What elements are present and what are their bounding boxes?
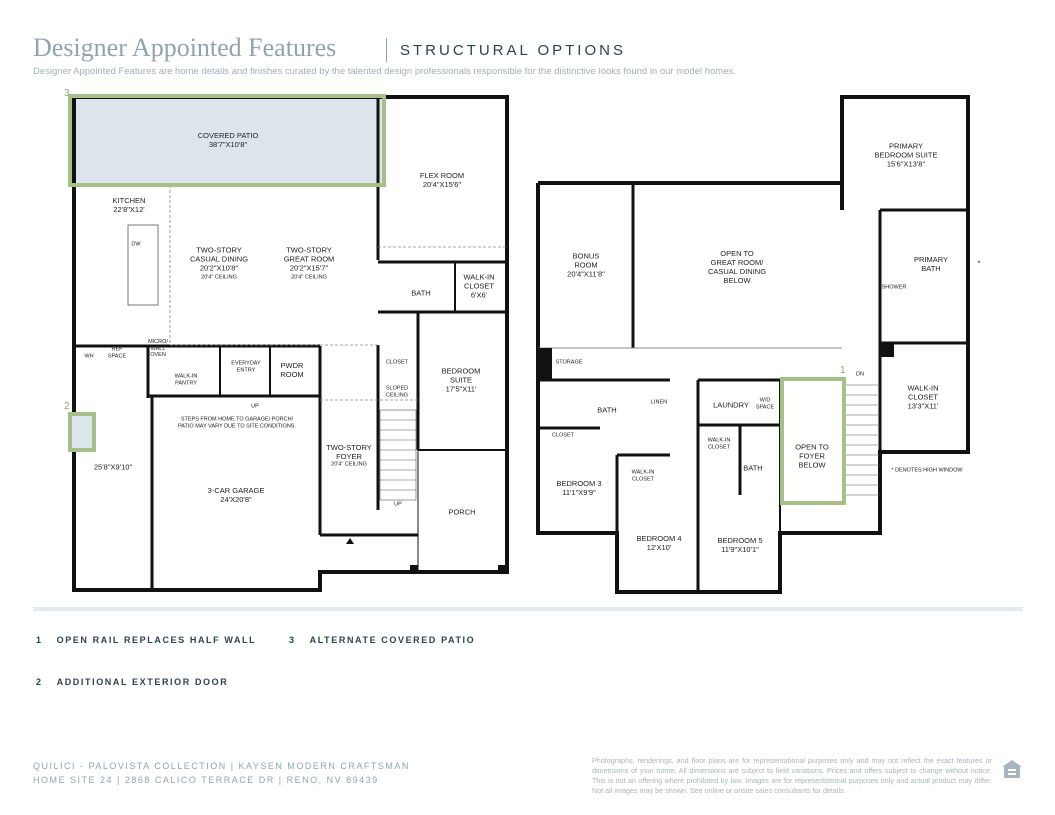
room-porch: PORCH <box>448 507 476 517</box>
room-powder-room: PWDR ROOM <box>280 361 304 379</box>
room-bedroom-4: BEDROOM 4 12'X10' <box>636 534 682 552</box>
room-side-garage: 25'8"X9'10" <box>93 462 133 472</box>
up-label: UP <box>394 501 402 508</box>
disclaimer: Photographs, renderings, and floor plans… <box>592 756 992 796</box>
option-marker-1: 1 <box>840 365 846 376</box>
wall-oven-label: MICRO/ WALL OVEN <box>148 339 168 359</box>
option3-highlight <box>68 94 386 187</box>
room-primary-bedroom-suite: PRIMARY BEDROOM SUITE 15'6"X13'8" <box>874 141 938 169</box>
page-description: Designer Appointed Features are home det… <box>33 66 736 77</box>
water-heater-label: WH <box>84 353 94 360</box>
room-casual-dining: TWO-STORY CASUAL DINING 20'2"X10'8" <box>189 245 249 273</box>
room-flex-room: FLEX ROOM 20'4"X15'6" <box>419 171 465 189</box>
entry-arrow-icon <box>346 538 354 544</box>
room-bedroom-3: BEDROOM 3 11'1"X9'9" <box>556 479 602 497</box>
foyer-ceiling: 20'4" CEILING <box>331 461 367 468</box>
room-walk-in-pantry: WALK-IN PANTRY <box>174 373 198 386</box>
room-kitchen: KITCHEN 22'8"X12' <box>112 196 146 214</box>
wd-space-label: W/D SPACE <box>755 397 775 410</box>
dishwasher-label: DW <box>131 241 141 248</box>
room-bath: BATH <box>743 463 763 473</box>
room-everyday-entry: EVERYDAY ENTRY <box>231 360 261 373</box>
room-walk-in-closet: WALK-IN CLOSET <box>707 437 731 450</box>
up-label: UP <box>251 403 259 410</box>
room-bedroom-suite: BEDROOM SUITE 17'5"X11' <box>441 366 481 394</box>
room-3-car-garage: 3-CAR GARAGE 24'X20'8" <box>207 486 265 504</box>
room-primary-bath: PRIMARY BATH <box>913 255 949 273</box>
room-linen: LINEN <box>650 399 668 406</box>
shower-label: SHOWER <box>881 284 907 291</box>
address-line: HOME SITE 24 | 2868 CALICO TERRACE DR | … <box>33 775 379 785</box>
steps-note: STEPS FROM HOME TO GARAGE/ PORCH/ PATIO … <box>178 416 296 429</box>
title-divider <box>386 38 387 62</box>
room-two-story-foyer: TWO-STORY FOYER <box>326 443 372 461</box>
option-marker-2: 2 <box>64 401 70 412</box>
casual-dining-ceiling: 20'4" CEILING <box>201 274 237 281</box>
room-bath: BATH <box>597 405 617 415</box>
room-covered-patio: COVERED PATIO 38'7"X10'8" <box>197 131 259 149</box>
option2-highlight <box>68 412 96 452</box>
room-closet: CLOSET <box>551 432 575 439</box>
room-closet: CLOSET <box>385 359 409 366</box>
down-label: DN <box>856 371 864 378</box>
community-line: QUILICI - PALOVISTA COLLECTION | KAYSEN … <box>33 761 410 771</box>
open-to-great-room: OPEN TO GREAT ROOM/ CASUAL DINING BELOW <box>707 249 767 285</box>
high-window-marker: * <box>977 258 981 268</box>
room-laundry: LAUNDRY <box>713 400 749 410</box>
sloped-ceiling-label: SLOPED CEILING <box>385 385 409 398</box>
room-storage: STORAGE <box>555 359 583 366</box>
stairs-floor2 <box>843 384 880 496</box>
ref-space-label: REF SPACE <box>107 346 127 359</box>
high-window-note: * DENOTES HIGH WINDOW <box>891 467 963 474</box>
equal-housing-icon <box>1002 760 1022 778</box>
room-walk-in-closet: WALK-IN CLOSET 6'X6' <box>463 272 495 300</box>
floor1-dashed <box>169 185 507 401</box>
divider <box>33 607 1023 611</box>
room-bedroom-5: BEDROOM 5 11'9"X10'1" <box>717 536 763 554</box>
page-title: Designer Appointed Features <box>33 33 337 62</box>
room-walk-in-closet-primary: WALK-IN CLOSET 13'3"X11' <box>907 383 939 411</box>
option1-highlight <box>780 377 846 505</box>
floor2-walls <box>536 95 970 594</box>
stairs-floor1 <box>379 409 417 501</box>
kitchen-island <box>127 224 159 306</box>
great-room-ceiling: 20'4" CEILING <box>291 274 327 281</box>
room-great-room: TWO-STORY GREAT ROOM 20'2"X15'7" <box>283 245 335 273</box>
room-bath: BATH <box>411 288 431 298</box>
room-walk-in-closet: WALK-IN CLOSET <box>631 469 655 482</box>
covered-patio-fill <box>74 97 384 185</box>
room-bonus-room: BONUS ROOM 20'4"X11'8" <box>567 251 605 279</box>
option-marker-3: 3 <box>64 88 70 99</box>
open-to-foyer: OPEN TO FOYER BELOW <box>795 442 829 470</box>
page-subtitle: STRUCTURAL OPTIONS <box>400 42 626 59</box>
